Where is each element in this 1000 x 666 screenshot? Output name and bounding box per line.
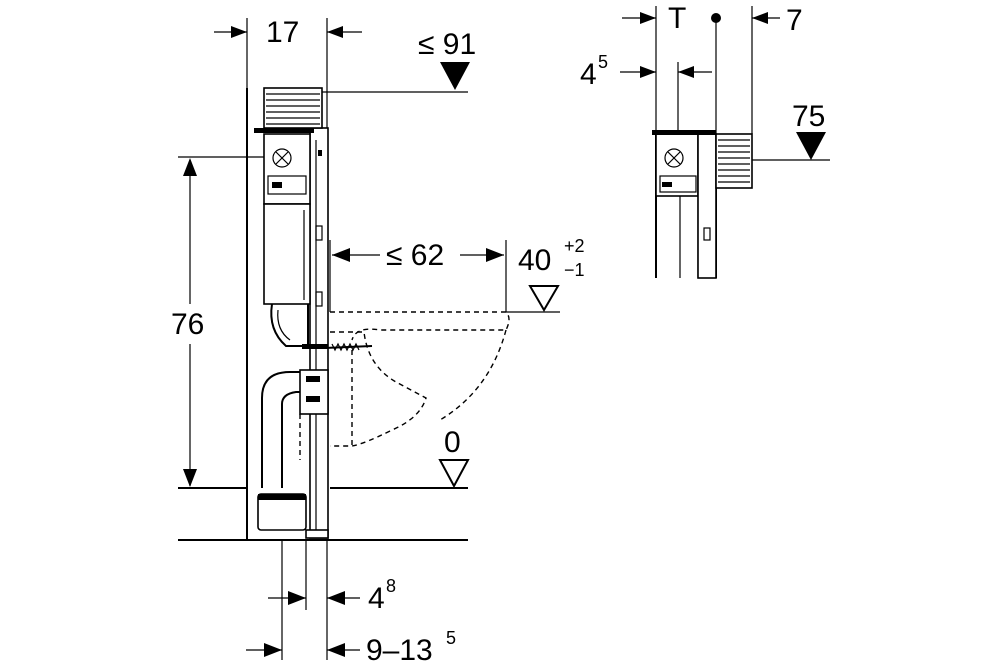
side-rail [697, 133, 717, 279]
side-view: T 7 4 5 75 [580, 2, 830, 279]
arrowhead [640, 66, 656, 78]
flush-bend [270, 303, 309, 347]
dim-40-tol-minus: −1 [564, 260, 585, 280]
dim-76-bg [170, 304, 214, 344]
reference-point [711, 13, 721, 23]
wc-bowl-body [330, 331, 427, 447]
arrowhead [264, 643, 282, 657]
rod-thread [331, 342, 360, 352]
cistern-label [272, 182, 282, 188]
dim-0-label: 0 [444, 426, 461, 459]
frame-slot [315, 225, 323, 241]
wc-bowl-top [330, 311, 510, 341]
frame-rail [309, 127, 329, 539]
front-view: 17 ≤ 91 76 ≤ 62 40 +2 −1 0 4 8 [170, 16, 585, 666]
drain-socket-top [258, 494, 306, 500]
cistern-clip [267, 175, 307, 195]
wc-bowl-outline [439, 329, 507, 421]
side-top-bar [652, 130, 716, 135]
connection-bar [302, 344, 328, 349]
dim-76-label: 76 [171, 308, 204, 341]
dim-48-base: 4 [368, 582, 385, 615]
frame-hole [318, 150, 322, 156]
arrowhead [752, 12, 768, 24]
arrowhead [327, 643, 345, 657]
level-marker-solid [440, 62, 470, 90]
dim-40-tol-plus: +2 [564, 236, 585, 256]
actuator-plate [263, 87, 323, 129]
arrowhead [183, 469, 197, 487]
cistern-top [263, 133, 311, 205]
level-marker-solid [796, 132, 826, 160]
drain-inner [281, 391, 310, 488]
arrowhead [288, 591, 306, 605]
arrowhead [183, 158, 197, 176]
side-wall-hatching [718, 139, 750, 183]
dim-7-label: 7 [786, 4, 803, 37]
side-valve [664, 148, 684, 168]
level-marker-open [528, 285, 560, 312]
side-wall-block [715, 133, 753, 189]
arrowhead [678, 66, 694, 78]
arrowhead [327, 591, 345, 605]
arrowhead [486, 248, 504, 262]
arrowhead [332, 248, 350, 262]
frame-foot [305, 529, 329, 539]
side-valve-cross [667, 151, 681, 165]
side-label [662, 182, 672, 187]
frame-slot [315, 291, 323, 307]
dim-17-label: 17 [266, 16, 299, 49]
dim-9-135-sup: 5 [446, 628, 456, 648]
drain-clamp [306, 396, 320, 402]
flush-bend-inner [277, 309, 291, 341]
dim-48-sup: 8 [386, 576, 396, 596]
dim-40-label: 40 [518, 244, 551, 277]
cistern-body [263, 203, 311, 305]
dim-45-sup: 5 [598, 52, 608, 72]
dim-t-label: T [668, 2, 686, 35]
dim-45-base: 4 [580, 58, 597, 91]
arrowhead [327, 26, 343, 38]
drain-outer [261, 371, 310, 488]
dim-62-label: ≤ 62 [386, 239, 444, 272]
drain-clamp [306, 376, 320, 382]
level-marker-open [438, 459, 470, 489]
dim-75-label: 75 [792, 100, 825, 133]
valve-circle [272, 148, 292, 168]
side-clip [659, 175, 697, 193]
actuator-hatching [266, 93, 320, 125]
valve-cross [275, 151, 289, 165]
arrowhead [231, 26, 247, 38]
arrowhead [640, 12, 656, 24]
dim-91-label: ≤ 91 [418, 28, 476, 61]
frame-top-bar [254, 128, 314, 133]
dim-9-135-base: 9–13 [366, 634, 433, 666]
side-slot [703, 227, 711, 241]
